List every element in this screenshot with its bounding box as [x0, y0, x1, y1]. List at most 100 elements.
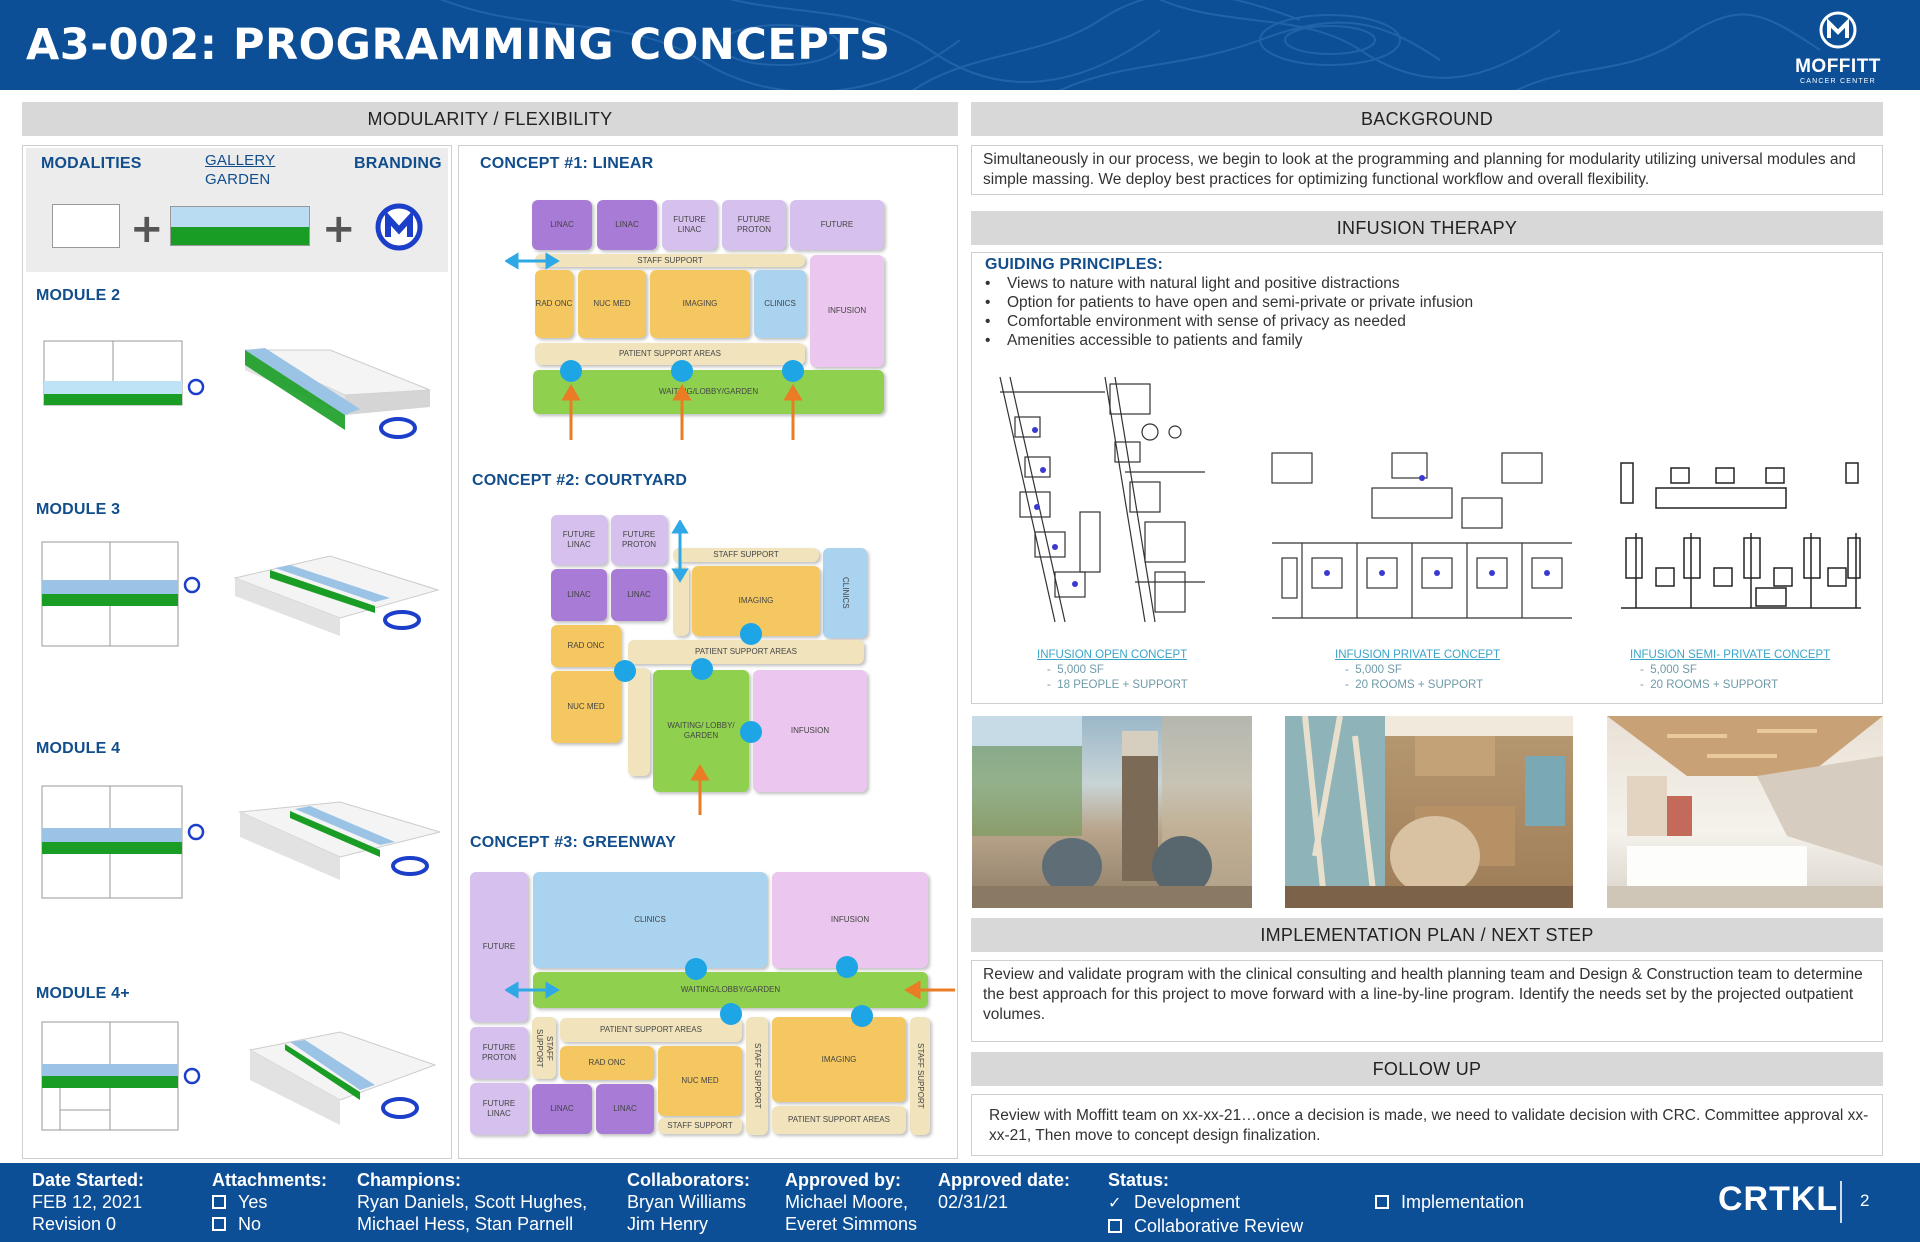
zone-future-proton: FUTURE PROTON: [722, 200, 786, 250]
zone-linac: LINAC: [611, 569, 667, 621]
entry-dot: [691, 658, 713, 680]
infusion-photo-corridor: [1607, 716, 1883, 908]
zone-infusion: INFUSION: [772, 872, 928, 968]
zone-staff-support: STAFF SUPPORT: [532, 1017, 556, 1079]
zone-linac: LINAC: [597, 200, 657, 250]
module-2-label: MODULE 2: [36, 287, 121, 304]
zone-future-linac: FUTURE LINAC: [662, 200, 717, 250]
zone-clinics: CLINICS: [823, 548, 867, 638]
concept-1-title: CONCEPT #1: LINEAR: [480, 155, 654, 172]
zone-clinics: CLINICS: [754, 270, 806, 338]
zone-staff-support: STAFF SUPPORT: [910, 1017, 930, 1135]
zone-infusion: INFUSION: [753, 670, 867, 792]
followup-text: Review with Moffitt team on xx-xx-21…onc…: [989, 1107, 1869, 1144]
legend-garden: GARDEN: [205, 171, 271, 188]
legend-gallery: GALLERY: [205, 152, 276, 169]
principles-list: •Views to nature with natural light and …: [985, 274, 1865, 350]
implementation-bar: IMPLEMENTATION PLAN / NEXT STEP: [971, 918, 1883, 952]
background-bar: BACKGROUND: [971, 102, 1883, 136]
entry-dot: [740, 721, 762, 743]
guiding-title: GUIDING PRINCIPLES:: [985, 256, 1164, 273]
flow-arrows-icon: [671, 520, 710, 815]
background-panel: [971, 145, 1883, 195]
zone-waiting: WAITING/LOBBY/GARDEN: [533, 972, 928, 1008]
footer-divider: [1840, 1181, 1842, 1223]
module-4plus-label: MODULE 4+: [36, 985, 130, 1002]
footer: Date Started: FEB 12, 2021 Revision 0 At…: [0, 1163, 1920, 1242]
entry-dot: [560, 360, 582, 382]
zone-staff-support: STAFF SUPPORT: [673, 548, 819, 562]
concept-3-title: CONCEPT #3: GREENWAY: [470, 834, 677, 851]
plus-icon: +: [130, 206, 164, 252]
concept-2-title: CONCEPT #2: COURTYARD: [472, 472, 688, 489]
zone-future-linac: FUTURE LINAC: [551, 515, 607, 565]
zone-future-proton: FUTURE PROTON: [470, 1027, 528, 1079]
collaborators: Collaborators: Bryan Williams Jim Henry: [627, 1170, 751, 1234]
zone-clinics: CLINICS: [533, 872, 767, 968]
zone-staff-support: STAFF SUPPORT: [535, 254, 805, 267]
flow-arrows-icon: [505, 252, 803, 440]
module-2-diagram: [43, 340, 431, 439]
topographic-pattern: [440, 0, 1821, 90]
zone-waiting: WAITING/ LOBBY/ GARDEN: [653, 670, 749, 792]
followup-bar: FOLLOW UP: [971, 1052, 1883, 1086]
attachments-no-checkbox[interactable]: No: [212, 1213, 327, 1235]
background-text: Simultaneously in our process, we begin …: [983, 151, 1856, 188]
photo-illustration: [1285, 716, 1573, 908]
status-development-checkbox[interactable]: ✓Development: [1108, 1191, 1303, 1215]
gallery-swatch: [170, 206, 310, 246]
infusion-photo-private: [1285, 716, 1573, 908]
zone-rad-onc: RAD ONC: [560, 1046, 654, 1080]
zone-rad-onc: RAD ONC: [535, 270, 573, 338]
open-concept-plan: [999, 376, 1205, 623]
zone-waiting: WAITING/LOBBY/GARDEN: [533, 370, 884, 414]
photo-illustration: [1607, 716, 1883, 908]
zone-future: FUTURE: [790, 200, 884, 250]
approved-by: Approved by: Michael Moore, Everet Simmo…: [785, 1170, 918, 1234]
list-item: •Views to nature with natural light and …: [985, 275, 1400, 292]
module-3-label: MODULE 3: [36, 501, 121, 518]
approved-date: Approved date: 02/31/21: [938, 1170, 1071, 1212]
module-3-diagram: [41, 541, 440, 647]
implementation-panel: [971, 960, 1883, 1042]
moffitt-logo: MOFFITT CANCER CENTER: [1790, 10, 1886, 85]
status-collaborative-checkbox[interactable]: Collaborative Review: [1108, 1215, 1303, 1237]
champions: Champions: Ryan Daniels, Scott Hughes, M…: [357, 1170, 588, 1234]
zone-nuc-med: NUC MED: [578, 270, 646, 338]
followup-panel: [971, 1094, 1883, 1156]
zone-staff-support: STAFF SUPPORT: [658, 1118, 742, 1134]
caption-semi-private-concept: INFUSION SEMI- PRIVATE CONCEPT - 5,000 S…: [1630, 649, 1831, 691]
flow-arrows-icon: [505, 980, 955, 1000]
modularity-bar: MODULARITY / FLEXIBILITY: [22, 102, 958, 136]
status: Status: ✓Development Collaborative Revie…: [1108, 1170, 1304, 1237]
entry-dot: [851, 1005, 873, 1027]
entry-dot: [685, 958, 707, 980]
implementation-text: Review and validate program with the cli…: [983, 966, 1863, 1023]
list-item: •Comfortable environment with sense of p…: [985, 313, 1406, 330]
zone-infusion: INFUSION: [810, 255, 884, 367]
module-4plus-diagram: [41, 1021, 437, 1131]
attachments-yes-checkbox[interactable]: Yes: [212, 1191, 327, 1213]
zone-imaging: IMAGING: [650, 270, 750, 338]
entry-dot: [782, 360, 804, 382]
caption-open-concept: INFUSION OPEN CONCEPT - 5,000 SF - 18 PE…: [1037, 649, 1188, 691]
infusion-bar: INFUSION THERAPY: [971, 211, 1883, 245]
page-number: 2: [1860, 1191, 1870, 1210]
zone-imaging: IMAGING: [772, 1017, 906, 1102]
modality-box: [52, 204, 120, 248]
list-item: •Amenities accessible to patients and fa…: [985, 332, 1303, 349]
zone-linac: LINAC: [596, 1084, 654, 1134]
module-4-diagram: [41, 785, 440, 899]
zone-staff-strip: [673, 566, 689, 636]
list-item: •Option for patients to have open and se…: [985, 294, 1474, 311]
zone-patient-support: PATIENT SUPPORT AREAS: [535, 343, 805, 365]
moffitt-m-icon: [1819, 11, 1857, 49]
crtkl-logo: CRTKL: [1718, 1180, 1839, 1218]
modules-panel: [22, 145, 452, 1159]
status-implementation-checkbox[interactable]: Implementation: [1375, 1191, 1524, 1213]
private-concept-plan: [1271, 452, 1572, 619]
caption-private-concept: INFUSION PRIVATE CONCEPT - 5,000 SF - 20…: [1335, 649, 1501, 691]
logo-name: MOFFITT: [1795, 56, 1881, 77]
infusion-photo-open: [972, 716, 1252, 908]
zone-staff-support: STAFF SUPPORT: [746, 1017, 768, 1135]
